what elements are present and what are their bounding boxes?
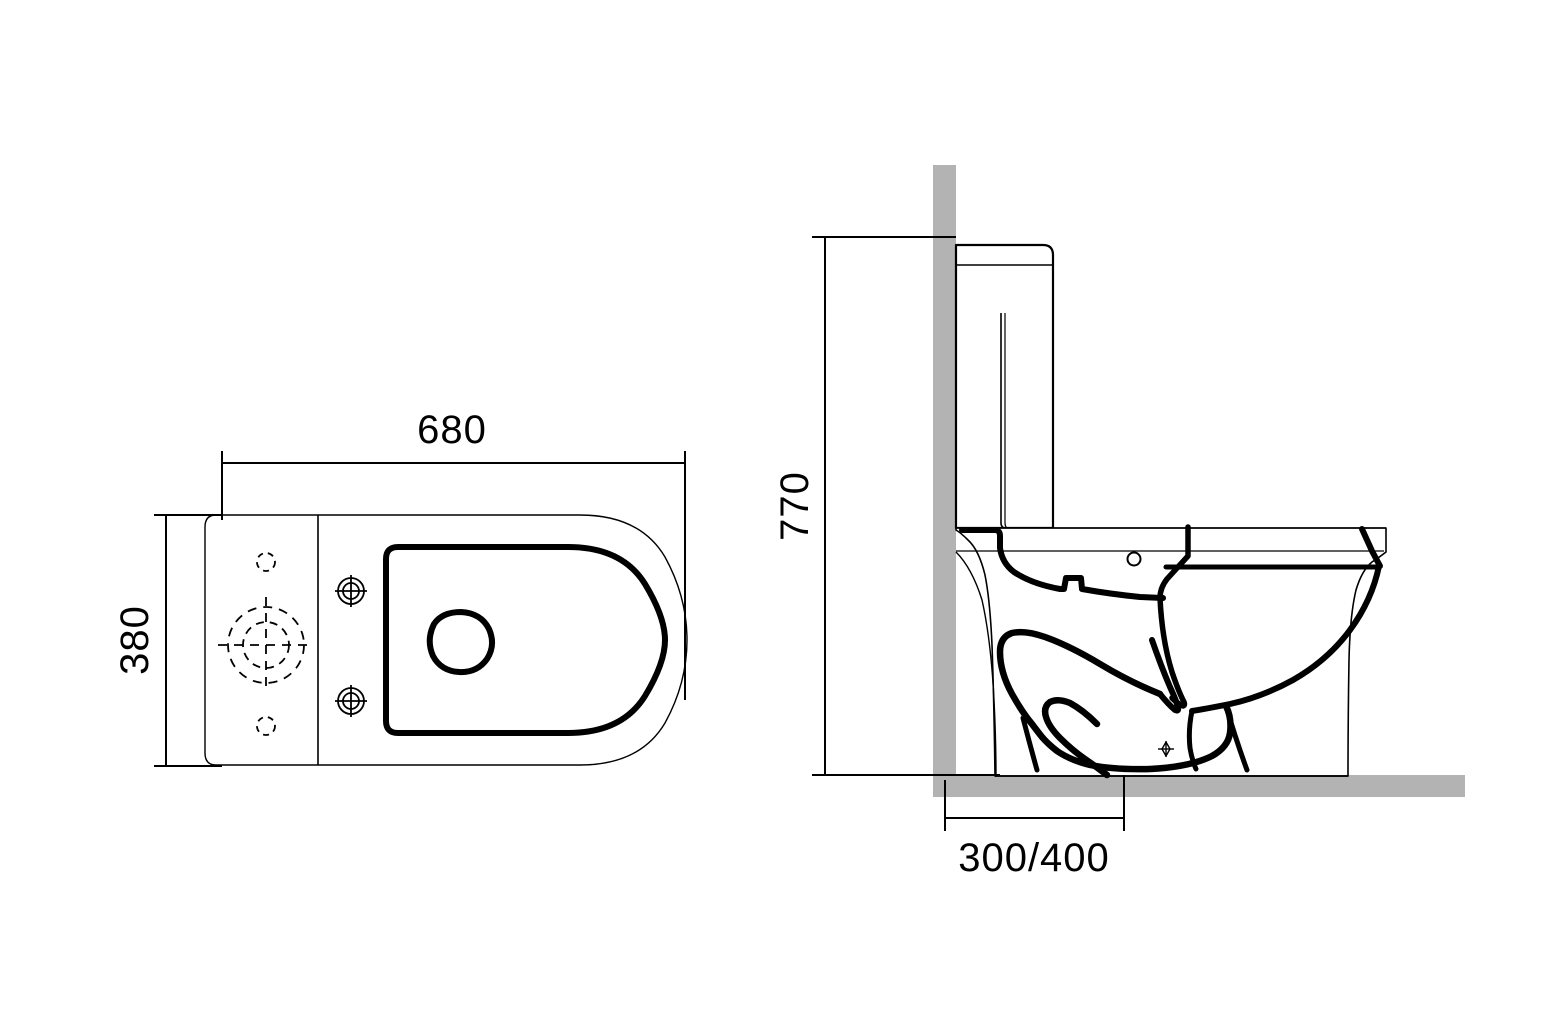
trapway-upper-loop bbox=[996, 628, 1164, 741]
lower-hidden-hole-icon bbox=[256, 716, 276, 736]
small-hole bbox=[1126, 551, 1142, 567]
trapway-left-base-line bbox=[1020, 715, 1040, 773]
bowl-outer-outline bbox=[204, 514, 688, 766]
dimension-680: 680 bbox=[221, 408, 686, 700]
dimension-770: 770 bbox=[773, 236, 1000, 776]
center-target-mark bbox=[218, 597, 314, 693]
dimension-300-400-label: 300/400 bbox=[958, 836, 1110, 880]
seat-right-hinge-bold bbox=[1359, 526, 1383, 569]
bowl-opening-circle bbox=[426, 609, 495, 676]
seat-bowl-curve-bold bbox=[1189, 563, 1382, 714]
dimension-380-label: 380 bbox=[113, 605, 157, 675]
seat-hinge-edge bbox=[1157, 524, 1191, 709]
seat-lid-outline bbox=[959, 527, 1166, 601]
side-view-group: 770 300/400 bbox=[773, 165, 1465, 880]
dimension-380: 380 bbox=[113, 514, 222, 767]
lower-bolt-hole bbox=[335, 685, 367, 717]
top-view-group: 680 380 bbox=[113, 408, 688, 767]
trapway-siphon-hook bbox=[1041, 697, 1111, 779]
seat-outline-bold bbox=[383, 544, 668, 736]
dimension-300-400: 300/400 bbox=[944, 775, 1125, 880]
trapway-throat bbox=[1149, 637, 1182, 714]
bowl-back-contour bbox=[955, 551, 997, 777]
floor-fill bbox=[933, 775, 1465, 797]
dimension-770-label: 770 bbox=[773, 471, 817, 541]
wall-fill bbox=[933, 165, 956, 790]
dimension-680-label: 680 bbox=[417, 408, 487, 452]
upper-bolt-hole bbox=[335, 575, 367, 607]
trapway-right-base-line bbox=[1223, 703, 1250, 773]
trapway-inner-loop bbox=[1038, 702, 1234, 773]
upper-hidden-hole-icon bbox=[256, 552, 276, 572]
drain-mark bbox=[1158, 740, 1174, 758]
